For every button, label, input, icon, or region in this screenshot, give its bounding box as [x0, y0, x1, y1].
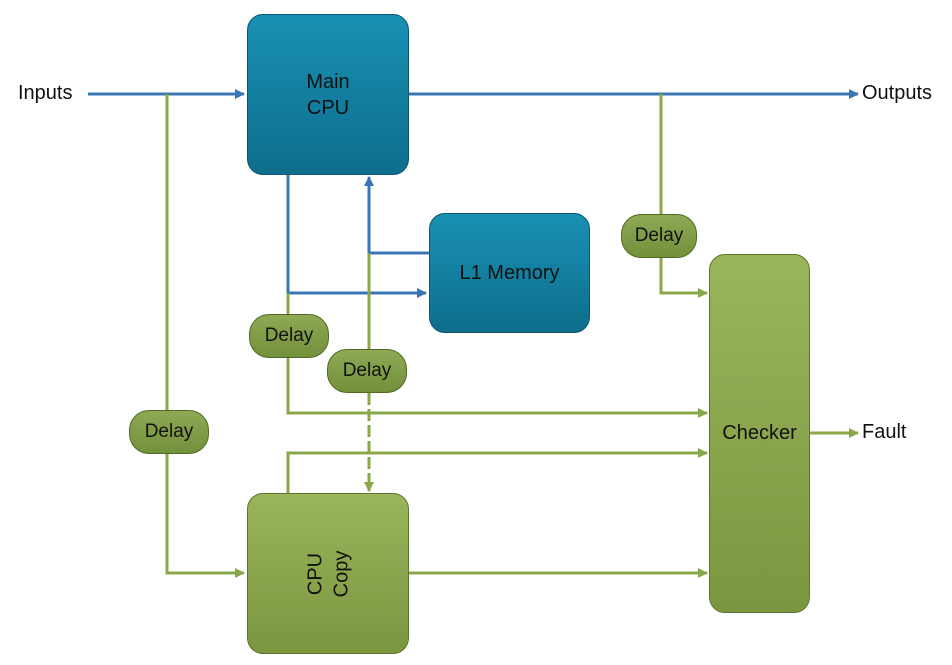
checker-label: Checker [722, 422, 797, 444]
input-delay-label: Delay [144, 421, 194, 442]
checker-block: Checker [709, 254, 810, 613]
cpu-copy-block: CPU Copy [247, 493, 409, 654]
l1-memory-block: L1 Memory [429, 213, 590, 333]
inputs-label: Inputs [18, 82, 73, 104]
input-delay-to-cpu-copy-arrow [165, 454, 245, 578]
cpu-delay-to-checker-arrow [286, 358, 708, 418]
main-cpu-label-line-2: CPU [306, 96, 350, 119]
input-delay-block: Delay [129, 410, 209, 454]
memory-delay-label: Delay [342, 360, 392, 381]
output-delay-label: Delay [634, 225, 684, 246]
l1-memory-to-main-cpu-arrow [364, 176, 430, 255]
cpu-to-checker-delay-label: Delay [264, 325, 314, 346]
output-delay-block: Delay [621, 214, 697, 258]
outputs-label: Outputs [862, 82, 933, 104]
memory-delay-block: Delay [327, 349, 407, 393]
cpu-copy-label-line-1: CPU [303, 552, 326, 595]
cpu-to-checker-delay-block: Delay [249, 314, 329, 358]
cpu-copy-top-to-checker-arrow [286, 448, 708, 493]
main-cpu-label-line-1: Main [306, 70, 350, 93]
main-cpu-block: Main CPU [247, 14, 409, 175]
output-delay-to-checker-arrow [659, 258, 708, 298]
l1-memory-label: L1 Memory [459, 261, 560, 284]
fault-label: Fault [862, 421, 907, 443]
main-cpu-to-l1-memory-arrow [286, 175, 427, 298]
cpu-copy-label-line-2: Copy [329, 550, 352, 597]
